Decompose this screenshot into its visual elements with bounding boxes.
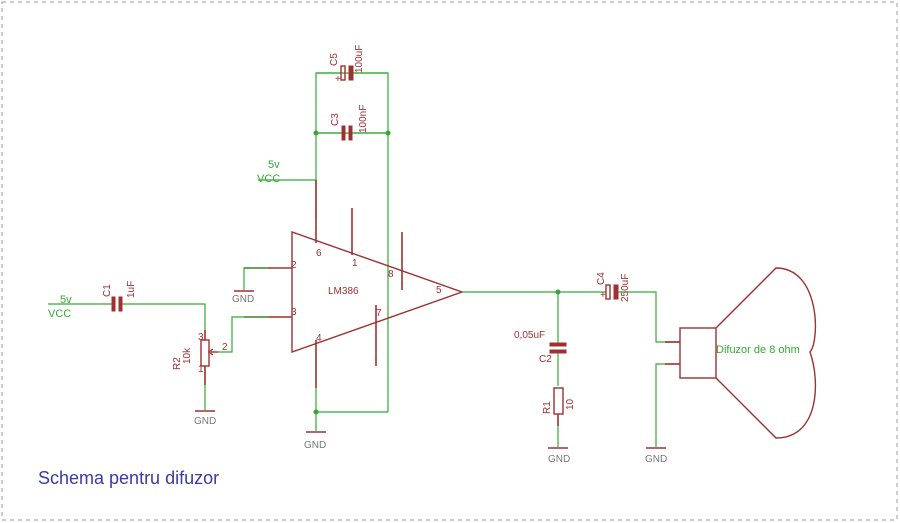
vcc-left-net: VCC [48,308,71,320]
c5-value: 100uF [354,45,365,73]
pin-5: 5 [436,285,442,296]
power-vcc-left: 5v VCC [48,294,112,320]
r2-pin-2: 2 [222,342,228,353]
capacitor-c4: + C4 250uF [596,272,680,343]
c1-value: 1uF [126,281,137,298]
r2-pin-3: 3 [198,332,204,343]
gnd-pin2: GND [232,267,268,305]
r2-pin-1: 1 [198,364,204,375]
r1-name: R1 [542,401,553,414]
c5-name: C5 [329,53,340,66]
resistor-r1: R1 10 GND [542,387,576,465]
c3-name: C3 [330,113,341,126]
pin-1: 1 [352,258,358,269]
potentiometer-r2: 3 2 1 R2 10k GND [172,316,268,427]
capacitor-c2: 0,05uF C2 [514,292,567,386]
c4-value: 250uF [620,274,631,302]
junction-gnd-amp [313,409,319,415]
c2-name: C2 [539,354,552,365]
pin-2: 2 [291,260,297,271]
pin-7: 7 [376,308,382,319]
amplifier-lm386: 6 1 8 2 3 5 4 7 LM386 [244,180,465,388]
vcc-top-voltage: 5v [268,159,280,171]
gnd-speaker-label: GND [645,454,667,465]
vcc-top-net: VCC [257,173,280,185]
c4-name: C4 [596,272,607,285]
speaker-label: Difuzor de 8 ohm [716,344,800,356]
pin-4: 4 [316,333,322,344]
c4-plus: + [600,290,606,301]
gnd-amp: GND [304,388,388,451]
pin-3: 3 [291,307,297,318]
capacitor-c5: + C5 100uF [316,45,388,85]
pin-8: 8 [388,269,394,280]
schematic-title: Schema pentru difuzor [38,468,219,488]
c2-value: 0,05uF [514,330,545,341]
gnd-r1-label: GND [548,454,570,465]
power-vcc-top: 5v VCC [257,159,317,218]
r1-value: 10 [565,398,576,410]
speaker-difuzor: Difuzor de 8 ohm GND [645,267,817,465]
gnd-pin2-label: GND [232,294,254,305]
amp-name: LM386 [328,286,359,297]
capacitor-c3: C3 100nF [316,105,388,141]
vcc-left-voltage: 5v [60,294,72,306]
c5-plus: + [335,74,341,85]
r2-name: R2 [172,357,183,370]
capacitor-c1: C1 1uF [102,281,206,330]
c1-name: C1 [102,284,113,297]
pin-6: 6 [316,248,322,259]
gnd-amp-label: GND [304,440,326,451]
r2-value: 10k [182,347,193,364]
c3-value: 100nF [358,105,369,133]
gnd-r2-label: GND [194,416,216,427]
